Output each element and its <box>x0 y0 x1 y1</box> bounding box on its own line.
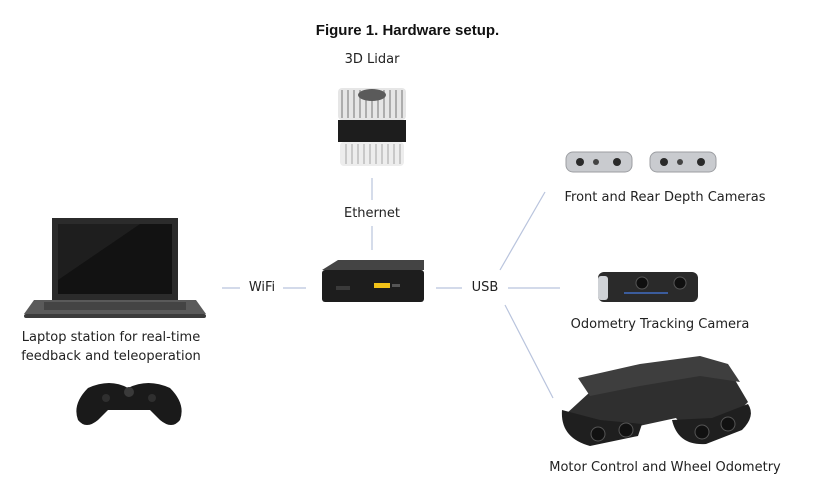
tracking-camera-icon <box>598 272 698 302</box>
laptop-icon <box>24 218 206 318</box>
lidar-label: 3D Lidar <box>344 52 400 67</box>
ethernet-label: Ethernet <box>344 206 400 221</box>
figure-title: Figure 1. Hardware setup. <box>315 22 500 39</box>
gamepad-icon <box>76 383 182 425</box>
lidar-icon <box>338 88 406 166</box>
wifi-label: WiFi <box>248 280 276 295</box>
laptop-label-line2: feedback and teleoperation <box>21 349 201 364</box>
mini-pc-icon <box>322 260 424 302</box>
tracking-camera-label: Odometry Tracking Camera <box>570 317 750 332</box>
usb-line-depth <box>499 191 546 271</box>
usb-label: USB <box>471 280 499 295</box>
depth-cameras-label: Front and Rear Depth Cameras <box>564 190 766 205</box>
usb-line-robot <box>504 304 554 399</box>
depth-camera-icon <box>565 151 717 173</box>
robot-label: Motor Control and Wheel Odometry <box>549 460 781 475</box>
tracked-robot-icon <box>561 356 751 446</box>
laptop-label-line1: Laptop station for real-time <box>21 330 201 345</box>
